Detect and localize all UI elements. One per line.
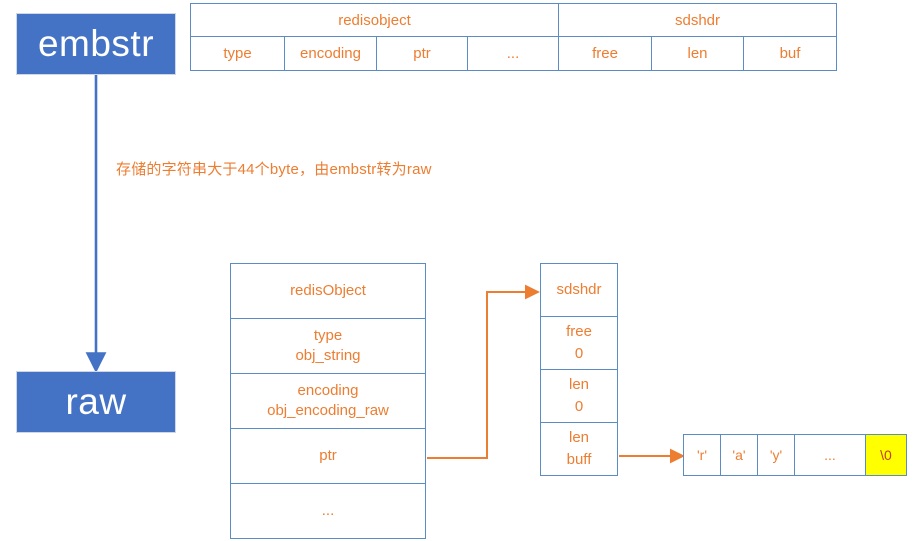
state-box-embstr-label: embstr (37, 23, 155, 64)
redisobject-struct-table: redisObject type obj_string encoding obj… (230, 263, 426, 539)
top-field-ptr: ptr (376, 36, 468, 71)
sdshdr-row-free-name: free (566, 323, 592, 340)
state-box-raw[interactable]: raw (17, 372, 175, 432)
redisobject-row-ellipsis: ... (230, 483, 426, 539)
conversion-caption: 存储的字符串大于44个byte，由embstr转为raw (116, 161, 432, 178)
table-row: sdshdr (540, 263, 618, 317)
state-box-embstr[interactable]: embstr (17, 14, 175, 74)
sdshdr-row-free: free 0 (540, 316, 618, 370)
top-header-sdshdr: sdshdr (558, 3, 837, 37)
sdshdr-header: sdshdr (540, 263, 618, 317)
top-field-buf: buf (743, 36, 837, 71)
char-cell-0: 'r' (683, 434, 721, 476)
top-header-redisobject: redisobject (190, 3, 559, 37)
redisobject-row-ptr: ptr (230, 428, 426, 484)
top-struct-header-row: redisobject sdshdr (190, 3, 837, 37)
char-cell-1: 'a' (720, 434, 758, 476)
top-field-len: len (651, 36, 744, 71)
table-row: len 0 (540, 369, 618, 423)
table-row: type obj_string (230, 318, 426, 374)
redisobject-row-type-value: obj_string (295, 347, 361, 364)
table-row: len buff (540, 422, 618, 476)
table-row: 'r' 'a' 'y' ... \0 (683, 434, 907, 476)
top-struct-table: redisobject sdshdr type encoding ptr ...… (190, 3, 837, 71)
redisobject-header: redisObject (230, 263, 426, 319)
sdshdr-row-len: len 0 (540, 369, 618, 423)
table-row: ptr (230, 428, 426, 484)
top-field-encoding: encoding (284, 36, 377, 71)
char-cell-nul: \0 (865, 434, 907, 476)
arrow-ptr-to-sdshdr (427, 284, 540, 459)
redisobject-row-encoding-name: encoding (297, 382, 359, 399)
table-row: free 0 (540, 316, 618, 370)
table-row: encoding obj_encoding_raw (230, 373, 426, 429)
char-cell-ellipsis: ... (794, 434, 866, 476)
state-box-raw-label: raw (65, 381, 127, 422)
sdshdr-row-len-value: 0 (574, 398, 584, 415)
sdshdr-row-buff: len buff (540, 422, 618, 476)
sdshdr-row-free-value: 0 (574, 345, 584, 362)
sdshdr-struct-table: sdshdr free 0 len 0 len buff (540, 263, 618, 476)
redisobject-row-type: type obj_string (230, 318, 426, 374)
top-field-free: free (558, 36, 652, 71)
char-buffer-table: 'r' 'a' 'y' ... \0 (683, 434, 907, 476)
sdshdr-row-buff-name: len (568, 429, 590, 446)
char-cell-2: 'y' (757, 434, 795, 476)
top-field-ellipsis: ... (467, 36, 559, 71)
redisobject-row-encoding: encoding obj_encoding_raw (230, 373, 426, 429)
top-field-type: type (190, 36, 285, 71)
table-row: ... (230, 483, 426, 539)
sdshdr-row-len-name: len (568, 376, 590, 393)
table-row: redisObject (230, 263, 426, 319)
top-struct-field-row: type encoding ptr ... free len buf (190, 36, 837, 71)
redisobject-row-encoding-value: obj_encoding_raw (267, 402, 389, 419)
redisobject-row-type-name: type (313, 327, 343, 344)
sdshdr-row-buff-value: buff (566, 451, 592, 468)
